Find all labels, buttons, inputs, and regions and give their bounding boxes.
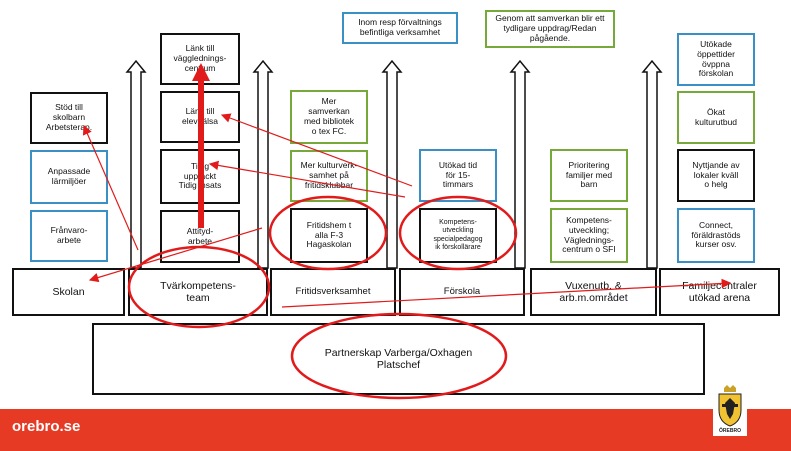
base-cross-competence-team: Tvärkompetens- team	[128, 268, 268, 316]
base-family-centres: Familjecentraler utökad arena	[659, 268, 780, 316]
circle-cross-competence	[127, 245, 271, 329]
box-use-of-premises: Nyttjande av lokaler kväll o helg	[677, 149, 755, 202]
footer-site-link[interactable]: orebro.se	[12, 418, 81, 435]
box-extended-hours: Utökad tid för 15- timmars	[419, 149, 497, 202]
note-collaboration: Genom att samverkan blir ett tydligare u…	[485, 10, 615, 48]
circle-partnership	[290, 312, 508, 400]
arrow-up-icon	[252, 59, 274, 269]
foundation-partnership: Partnerskap Varberga/Oxhagen Platschef	[92, 323, 705, 395]
box-culture-clubs: Mer kulturverk- samhet på fritidsklubbar	[290, 150, 368, 202]
box-leisure-centre-haga: Fritidshem t alla F-3 Hagaskolan	[290, 208, 368, 263]
box-adapted-learning: Anpassade lärmiljöer	[30, 150, 108, 204]
box-competence-sfi: Kompetens- utveckling; Väglednings- cent…	[550, 208, 628, 263]
crest-icon	[718, 385, 742, 427]
arrow-to-student-health	[220, 113, 413, 187]
box-library-collaboration: Mer samverkan med bibliotek o tex FC.	[290, 90, 368, 144]
arrow-to-skolan	[88, 227, 263, 283]
orebro-crest-logo: ÖREBRO	[713, 384, 747, 436]
circle-special-ed	[398, 195, 518, 271]
arrow-to-family-centre	[281, 278, 732, 308]
arrow-to-early-detection	[208, 160, 406, 198]
box-absence-work: Frånvaro- arbete	[30, 210, 108, 262]
box-connect-parenting: Connect, föräldrastöds kurser osv.	[677, 208, 755, 263]
arrow-up-icon	[125, 59, 147, 269]
arrow-up-icon	[509, 59, 531, 269]
crest-label: ÖREBRO	[719, 428, 741, 434]
arrow-to-support	[82, 124, 139, 251]
box-competence-special-ed: Kompetens- utveckling specialpedagog ik …	[419, 208, 497, 263]
footer-bar: orebro.se	[0, 409, 791, 451]
foundation-subtitle: Platschef	[376, 359, 421, 371]
box-extended-opening-hours: Utökade öppettider övppna förskolan	[677, 33, 755, 86]
box-cultural-offerings: Ökat kulturutbud	[677, 91, 755, 144]
note-within-administration: Inom resp förvaltnings befintliga verksa…	[342, 12, 458, 44]
base-skolan: Skolan	[12, 268, 125, 316]
arrow-up-icon	[641, 59, 663, 269]
box-support-schoolchildren: Stöd till skolbarn Arbetsterap.	[30, 92, 108, 144]
arrow-up-icon	[381, 59, 403, 269]
box-prioritize-families: Prioritering familjer med barn	[550, 149, 628, 202]
foundation-title: Partnerskap Varberga/Oxhagen	[324, 346, 473, 359]
circle-leisure-centre	[268, 195, 388, 271]
